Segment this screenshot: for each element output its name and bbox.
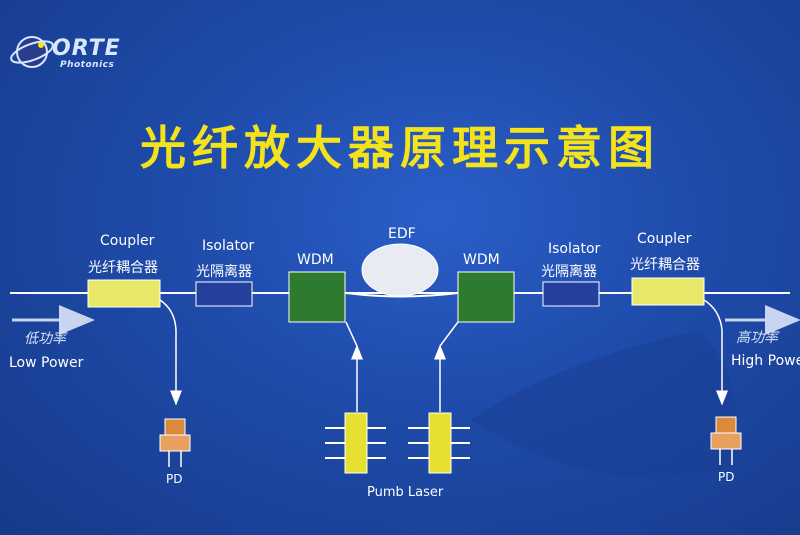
isolator-right-label-zh: 光隔离器 (541, 264, 597, 280)
pump-laser-left (325, 412, 386, 474)
wdm-right (457, 271, 515, 323)
coupler-left-label-en: Coupler (100, 233, 155, 249)
isolator-left (195, 281, 253, 307)
logo-text: ORTE (52, 36, 121, 61)
wdm-left (288, 271, 346, 323)
pump-laser-right (408, 412, 470, 474)
pump-laser-label: Pumb Laser (367, 485, 444, 500)
input-label-zh: 低功率 (24, 331, 66, 347)
coupler-left (87, 279, 161, 308)
isolator-left-label-en: Isolator (202, 238, 255, 254)
coupler-right-label-en: Coupler (637, 231, 692, 247)
isolator-right (542, 281, 600, 307)
input-label-en: Low Power (9, 355, 84, 371)
wdm-right-label: WDM (463, 252, 500, 268)
logo-subtext: Photonics (60, 60, 115, 70)
page-title: 光纤放大器原理示意图 (140, 121, 660, 175)
background-dish (470, 330, 736, 479)
output-label-en: High Power (731, 353, 800, 369)
wdm-left-label: WDM (297, 252, 334, 268)
coupler-left-label-zh: 光纤耦合器 (88, 260, 158, 276)
coupler-right (631, 277, 705, 306)
photodetector-left (159, 418, 191, 467)
output-label-zh: 高功率 (736, 330, 778, 346)
isolator-right-label-en: Isolator (548, 241, 601, 257)
coupler-right-label-zh: 光纤耦合器 (630, 257, 700, 273)
photodetector-right (710, 416, 742, 465)
pd-right-label: PD (718, 470, 735, 484)
tap-line-left (159, 299, 182, 406)
globe-icon (10, 36, 54, 68)
pd-left-label: PD (166, 472, 183, 486)
edf-coil (361, 243, 439, 297)
isolator-left-label-zh: 光隔离器 (196, 264, 252, 280)
edf-label: EDF (388, 226, 416, 242)
tap-line-right (703, 299, 728, 406)
